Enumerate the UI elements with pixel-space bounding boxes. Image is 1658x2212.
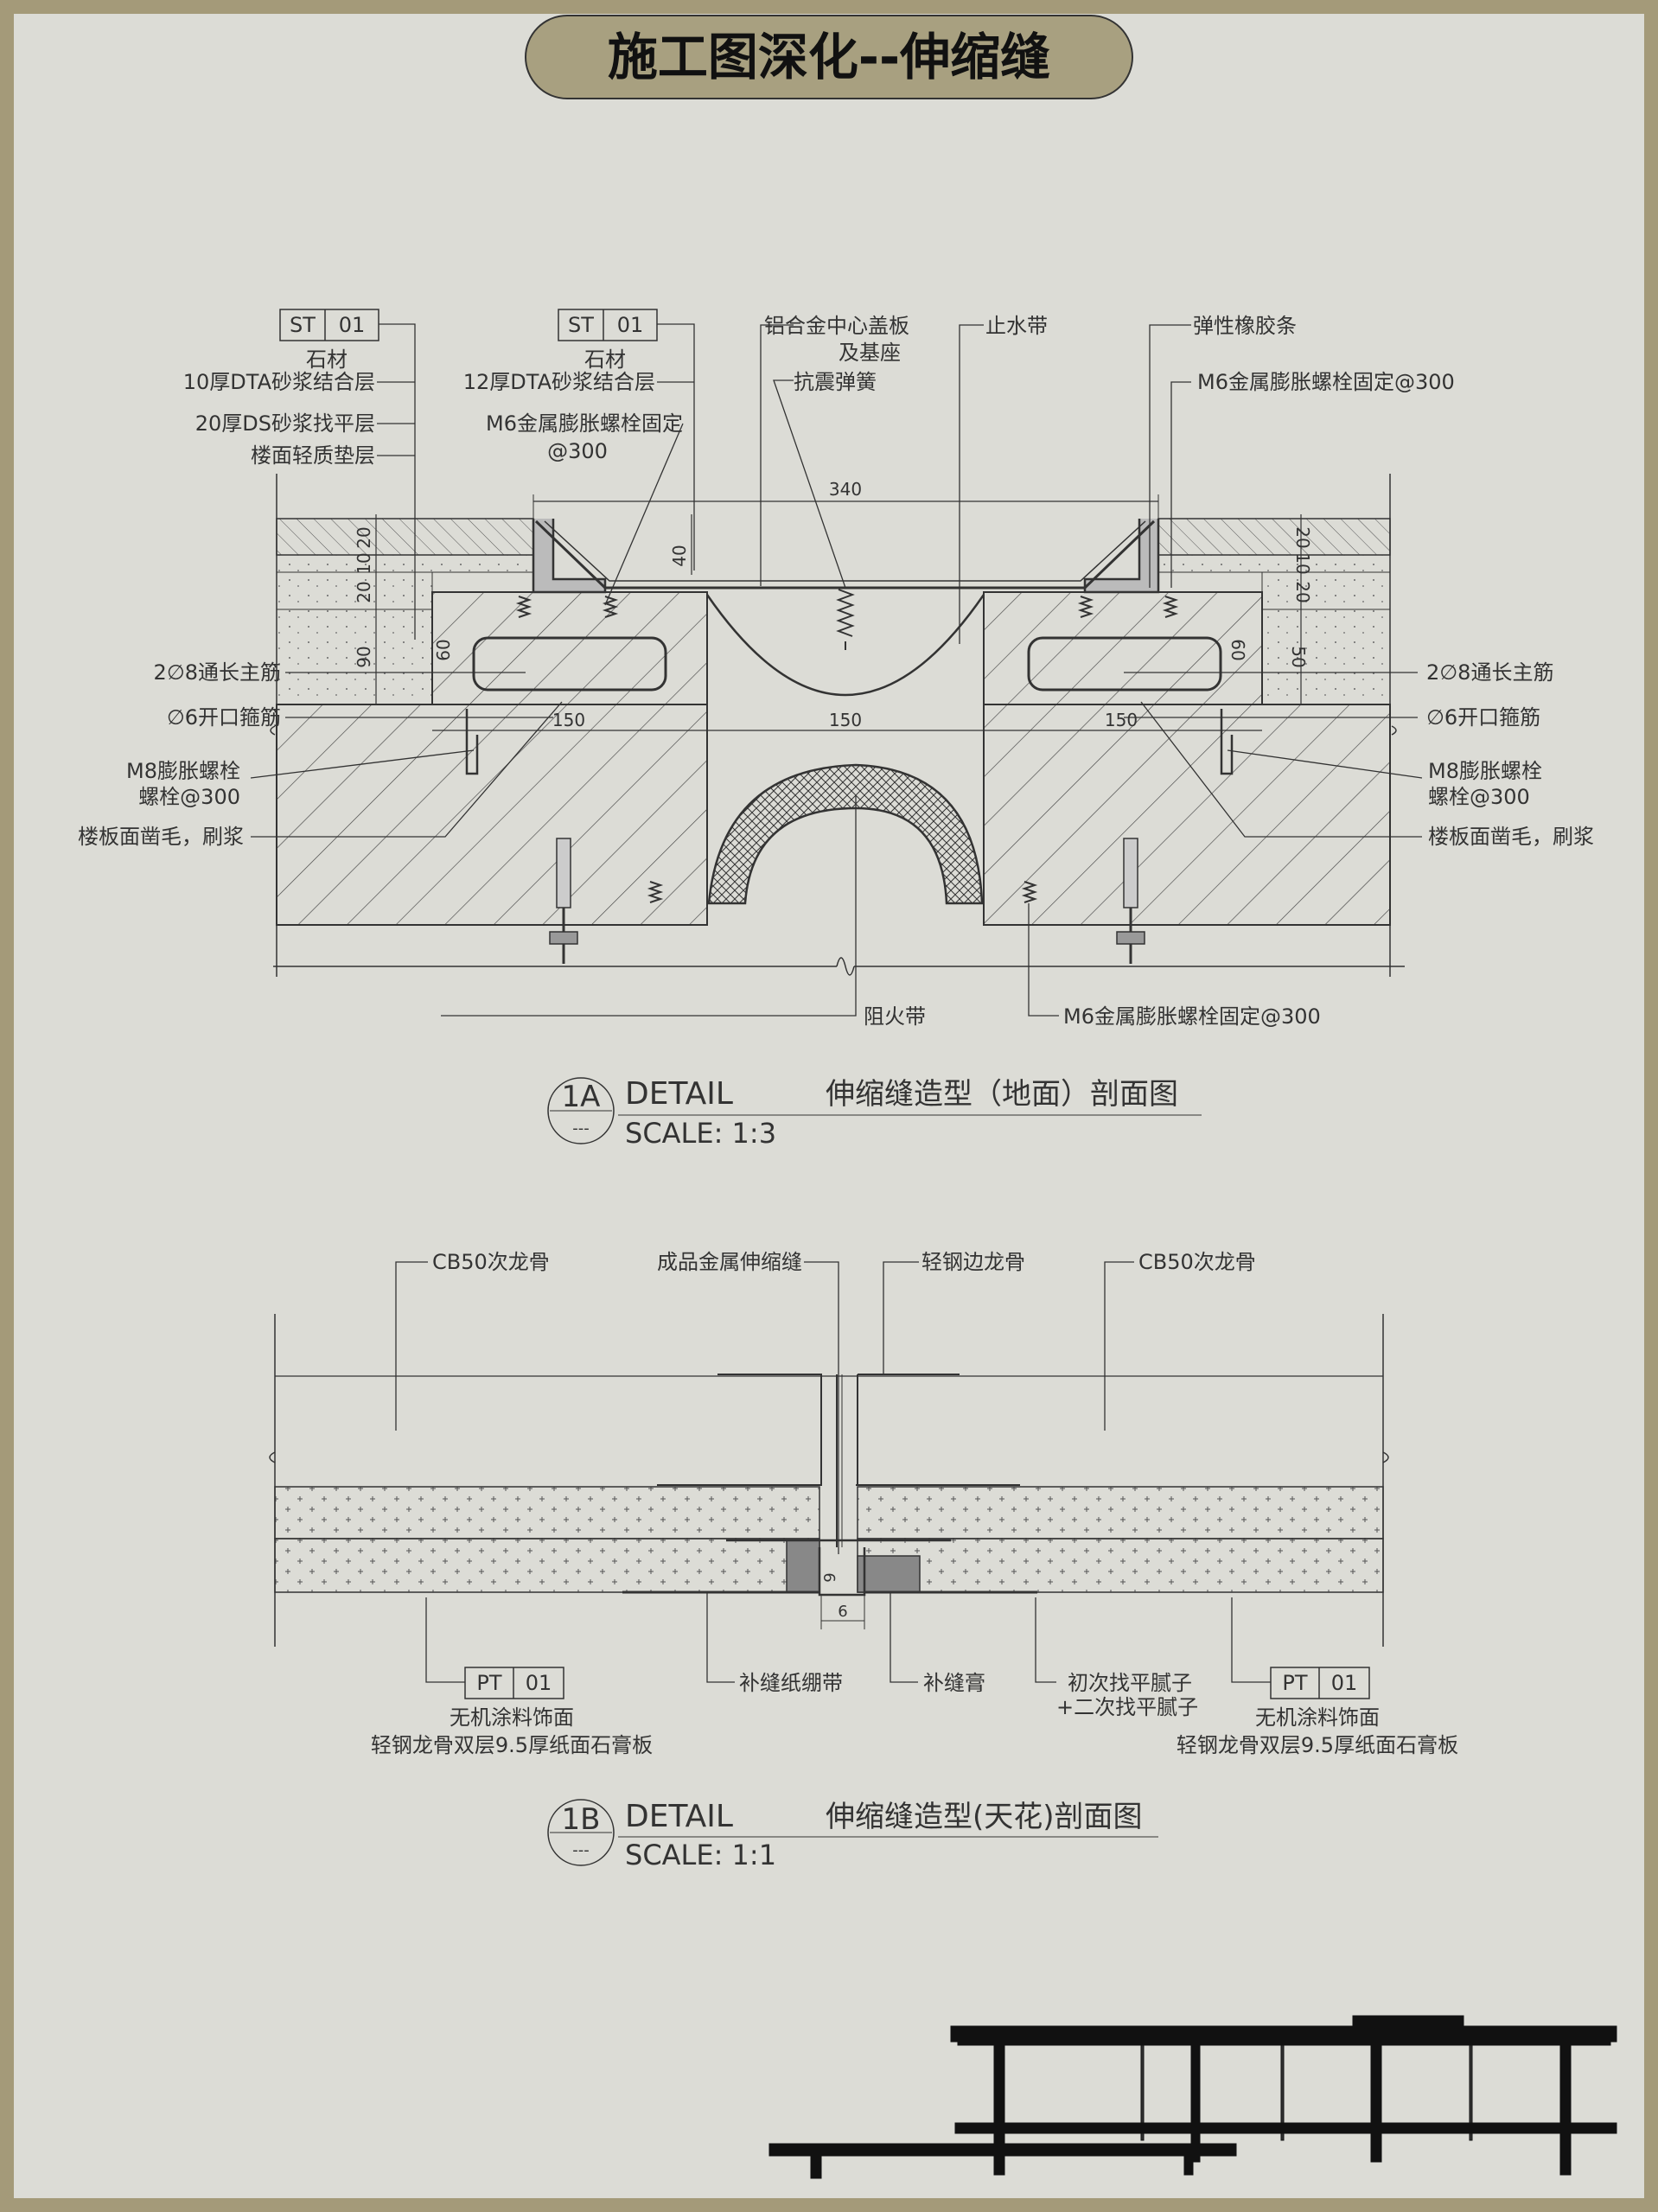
tag-num: 01 <box>526 1671 552 1695</box>
tag-line2: 轻钢龙骨双层9.5厚纸面石膏板 <box>1177 1733 1458 1757</box>
label-spring: 抗震弹簧 <box>794 370 877 394</box>
label-first-putty: 初次找平腻子 <box>1068 1671 1192 1695</box>
label-m8-spacing-left: 螺栓@300 <box>138 785 240 809</box>
tag-pt-left: PT 01 无机涂料饰面 轻钢龙骨双层9.5厚纸面石膏板 <box>371 1667 653 1757</box>
dim-60-left: 60 <box>433 639 454 660</box>
label-light-fill: 楼面轻质垫层 <box>251 443 375 468</box>
dim-90: 90 <box>354 646 374 667</box>
tag-code: ST <box>290 313 316 337</box>
lightweight-fill-right <box>1261 609 1391 705</box>
label-dta-10: 10厚DTA砂浆结合层 <box>183 370 375 394</box>
dim-340: 340 <box>829 479 862 500</box>
gypsum-board-left-1 <box>274 1486 820 1539</box>
label-rebar-left: 2∅8通长主筋 <box>154 660 281 685</box>
label-stirrup-right: ∅6开口箍筋 <box>1426 705 1540 730</box>
label-edge-runner: 轻钢边龙骨 <box>921 1250 1025 1274</box>
label-m6-right: M6金属膨胀螺栓固定@300 <box>1197 370 1455 394</box>
caption-scale: SCALE: 1:1 <box>625 1839 776 1871</box>
tag-line1: 无机涂料饰面 <box>450 1705 574 1730</box>
tag-line1: 无机涂料饰面 <box>1255 1705 1380 1730</box>
stone-layer-right <box>1157 518 1391 556</box>
dim-150-right: 150 <box>1105 710 1138 730</box>
label-cb50-left: CB50次龙骨 <box>432 1250 550 1274</box>
tag-code: PT <box>1282 1671 1307 1695</box>
label-metal-joint: 成品金属伸缩缝 <box>657 1250 802 1274</box>
gypsum-board-right-2 <box>857 1538 1384 1593</box>
caption-sub: --- <box>572 1119 590 1138</box>
dim-9: 9 <box>821 1572 839 1582</box>
label-ds-20: 20厚DS砂浆找平层 <box>195 411 375 436</box>
dim-20-mid: 20 <box>354 581 374 602</box>
tag-material: 石材 <box>306 347 348 372</box>
label-joint-tape: 补缝纸绷带 <box>739 1671 843 1695</box>
caption-sub: --- <box>572 1841 590 1859</box>
label-rebar-right: 2∅8通长主筋 <box>1426 660 1553 685</box>
caption-title: 伸缩缝造型（地面）剖面图 <box>826 1077 1178 1112</box>
caption-scale: SCALE: 1:3 <box>625 1117 776 1150</box>
dim-r10: 10 <box>1292 552 1313 574</box>
dim-r20-mid: 20 <box>1292 581 1313 602</box>
label-stirrup-left: ∅6开口箍筋 <box>167 705 281 730</box>
label-cover-base: 及基座 <box>839 341 901 365</box>
paper <box>14 14 1644 2198</box>
dim-150-left: 150 <box>552 710 585 730</box>
gypsum-board-right-1 <box>857 1486 1384 1539</box>
caption-number: 1B <box>562 1802 601 1837</box>
label-rubber: 弹性橡胶条 <box>1193 314 1297 338</box>
gypsum-board-left-2 <box>274 1538 820 1593</box>
caption-number: 1A <box>562 1080 601 1114</box>
title-pill <box>525 15 1133 99</box>
label-m8-right: M8膨胀螺栓 <box>1428 759 1542 783</box>
tag-num: 01 <box>1331 1671 1358 1695</box>
label-m8-spacing-right: 螺栓@300 <box>1428 785 1530 809</box>
label-waterstop: 止水带 <box>985 314 1048 338</box>
detail-1b <box>269 1314 1389 1647</box>
tag-code: PT <box>476 1671 501 1695</box>
tag-code: ST <box>568 313 594 337</box>
detail-1a <box>270 474 1405 977</box>
label-dta-12: 12厚DTA砂浆结合层 <box>463 370 655 394</box>
decorative-table-graphic <box>768 2015 1617 2179</box>
leaders-1a <box>250 323 1423 1017</box>
tag-num: 01 <box>617 313 644 337</box>
label-second-putty: +二次找平腻子 <box>1056 1695 1198 1719</box>
tag-num: 01 <box>339 313 366 337</box>
tag-st-left: ST 01 石材 <box>279 309 379 372</box>
page-title: 施工图深化--伸缩缝 <box>608 28 1050 86</box>
dim-6: 6 <box>838 1603 847 1621</box>
dim-60-right: 60 <box>1228 639 1248 660</box>
dim-50: 50 <box>1288 646 1309 667</box>
leaders-1b <box>395 1261 1271 1683</box>
label-cover-plate: 铝合金中心盖板 <box>764 314 909 338</box>
caption-detail: DETAIL <box>625 1799 733 1834</box>
caption-title: 伸缩缝造型(天花)剖面图 <box>826 1800 1143 1834</box>
label-m6-bottom: M6金属膨胀螺栓固定@300 <box>1063 1004 1321 1029</box>
label-joint-compound: 补缝膏 <box>923 1671 985 1695</box>
label-cb50-right: CB50次龙骨 <box>1138 1250 1256 1274</box>
label-m6-bolt: M6金属膨胀螺栓固定 <box>486 411 683 436</box>
label-slab-left: 楼板面凿毛，刷浆 <box>78 825 244 849</box>
label-m8-left: M8膨胀螺栓 <box>126 759 240 783</box>
label-m6-spacing: @300 <box>547 439 608 463</box>
tag-pt-right: PT 01 无机涂料饰面 轻钢龙骨双层9.5厚纸面石膏板 <box>1177 1667 1458 1757</box>
tag-line2: 轻钢龙骨双层9.5厚纸面石膏板 <box>371 1733 653 1757</box>
label-fire-barrier: 阻火带 <box>864 1004 926 1029</box>
floor-slab-right <box>983 704 1391 926</box>
dim-10: 10 <box>354 552 374 574</box>
caption-1b: 1B --- DETAIL 伸缩缝造型(天花)剖面图 SCALE: 1:1 <box>547 1799 1158 1871</box>
fire-barrier <box>707 763 984 905</box>
dim-150-mid: 150 <box>829 710 862 730</box>
stone-layer-left <box>276 518 534 556</box>
tag-material: 石材 <box>584 347 626 372</box>
dim-20-top: 20 <box>354 526 374 548</box>
caption-1a: 1A --- DETAIL 伸缩缝造型（地面）剖面图 SCALE: 1:3 <box>547 1076 1202 1150</box>
dim-r20-top: 20 <box>1292 526 1313 548</box>
dim-40: 40 <box>669 545 690 566</box>
label-slab-right: 楼板面凿毛，刷浆 <box>1428 825 1594 849</box>
floor-slab-left <box>276 704 708 926</box>
caption-detail: DETAIL <box>625 1076 733 1112</box>
tag-st-mid: ST 01 石材 <box>558 309 658 372</box>
